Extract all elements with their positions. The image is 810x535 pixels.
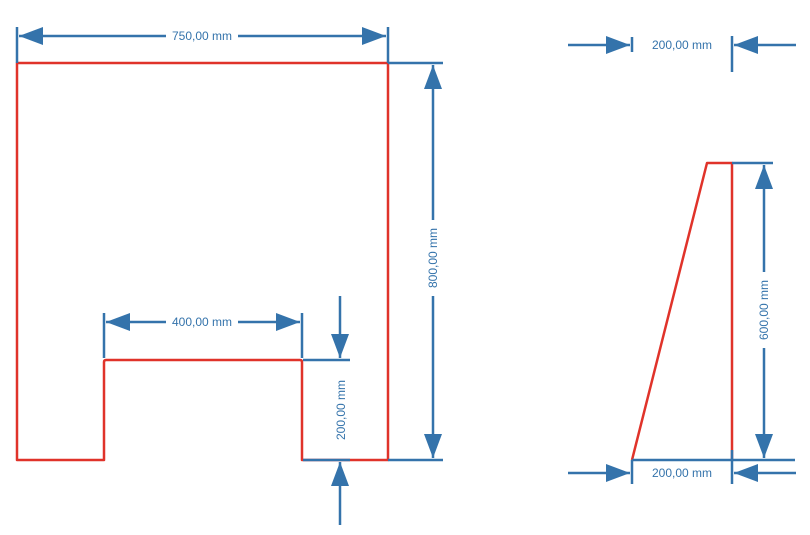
dimension-height-600: 600,00 mm: [632, 161, 795, 462]
height-600-label: 600,00 mm: [757, 280, 771, 340]
dimension-bottom-width-200: 200,00 mm: [568, 450, 796, 484]
bottom-width-200-label: 200,00 mm: [652, 466, 712, 480]
width-750-label: 750,00 mm: [172, 29, 232, 43]
dimension-height-800: 800,00 mm: [388, 61, 443, 462]
dimension-width-750: 750,00 mm: [15, 27, 390, 63]
height-800-label: 800,00 mm: [426, 228, 440, 288]
dimension-opening-width-400: 400,00 mm: [102, 313, 304, 358]
dimension-top-width-200: 200,00 mm: [568, 36, 796, 72]
front-outline: [15, 61, 390, 462]
opening-width-400-label: 400,00 mm: [172, 315, 232, 329]
opening-height-200-label: 200,00 mm: [334, 380, 348, 440]
side-view: 200,00 mm 600,00 mm 200,00 mm: [568, 36, 796, 484]
top-width-200-label: 200,00 mm: [652, 38, 712, 52]
side-outline: [630, 161, 734, 461]
front-view: 750,00 mm 800,00 mm 400,00 mm 200,00: [15, 27, 443, 525]
dimension-opening-height-200: 200,00 mm: [303, 296, 350, 525]
